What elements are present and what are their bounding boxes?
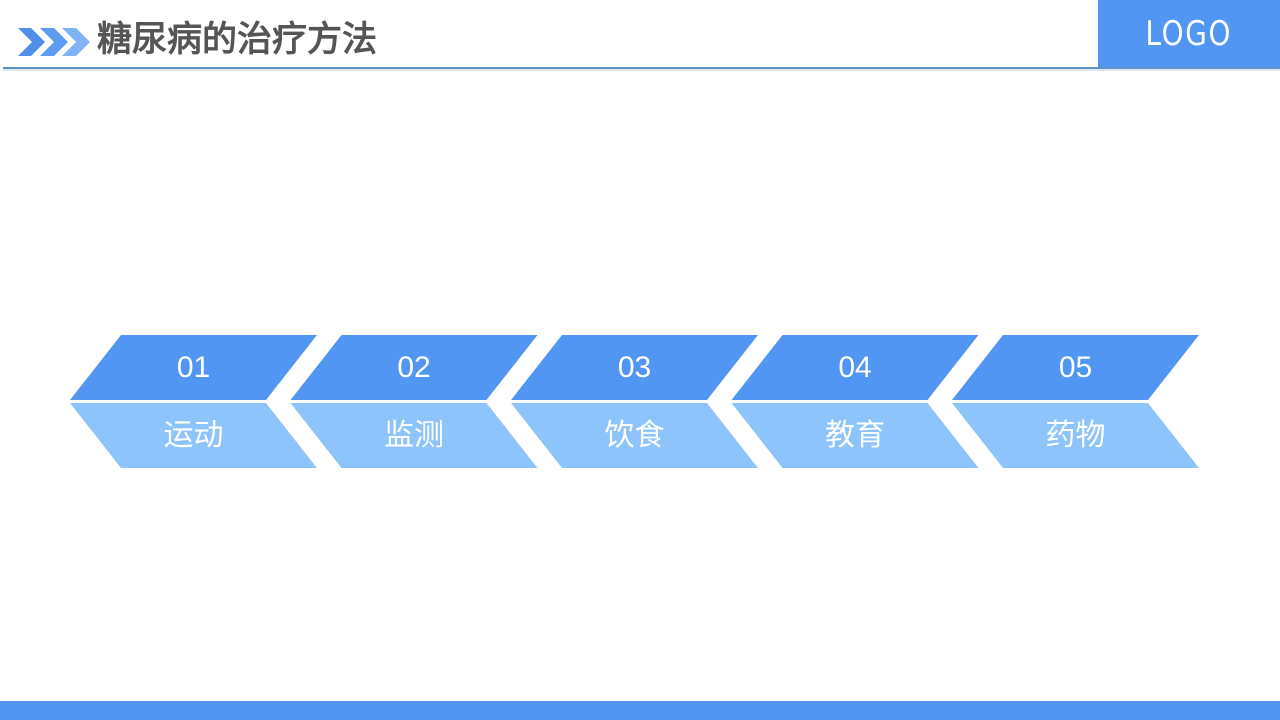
step-number: 01 — [176, 351, 211, 384]
header-divider-shadow — [3, 69, 1280, 71]
step-label: 药物 — [1045, 418, 1106, 453]
logo: LOGO — [1098, 0, 1280, 67]
header-divider — [3, 67, 1280, 69]
step-label: 监测 — [384, 418, 444, 453]
step-label: 饮食 — [604, 418, 665, 453]
page-title: 糖尿病的治疗方法 — [97, 20, 378, 60]
step-number: 05 — [1058, 351, 1093, 384]
step-number: 03 — [617, 351, 652, 384]
step-number: 04 — [838, 351, 872, 384]
chevron-arrows-icon — [18, 28, 90, 56]
step-number: 02 — [397, 351, 431, 384]
step-label: 运动 — [163, 418, 224, 453]
footer-bar — [0, 701, 1280, 720]
logo-text: LOGO — [1145, 13, 1233, 54]
step-label: 教育 — [825, 418, 885, 453]
